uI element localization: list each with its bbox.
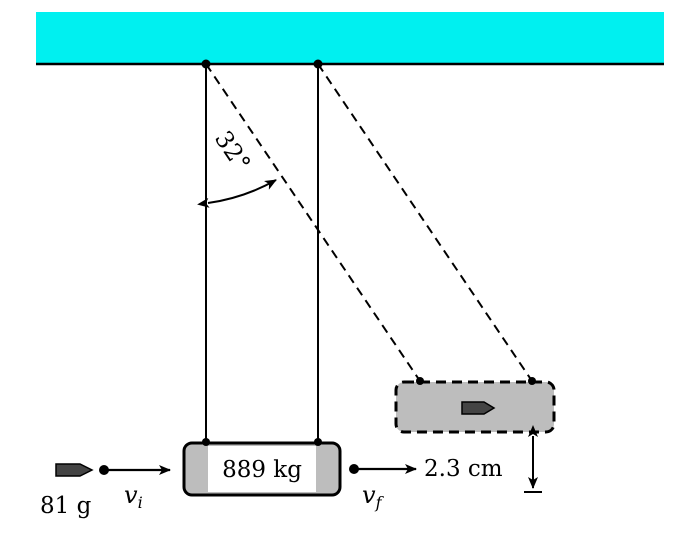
ceiling — [36, 12, 664, 64]
swung-attach-left — [416, 377, 424, 385]
vi-label: vi — [124, 481, 143, 512]
swung-string-left — [205, 63, 421, 382]
pendulum-block: 889 kg — [182, 441, 342, 497]
pivot-right — [313, 59, 323, 69]
height-label: 2.3 cm — [424, 456, 503, 482]
block-attach-right — [314, 438, 322, 446]
bullet-icon — [55, 463, 94, 477]
pivot-left — [201, 59, 211, 69]
swung-block — [394, 380, 556, 434]
angle-label: 32° — [209, 126, 256, 177]
embedded-bullet-icon — [461, 401, 496, 415]
vf-label: vf — [362, 481, 385, 512]
swung-attach-right — [528, 377, 536, 385]
block-mass-label: 889 kg — [222, 457, 302, 483]
angle-arc — [197, 179, 277, 208]
swung-string-right — [317, 63, 533, 382]
block-attach-left — [202, 438, 210, 446]
bullet-mass-label: 81 g — [40, 493, 92, 519]
